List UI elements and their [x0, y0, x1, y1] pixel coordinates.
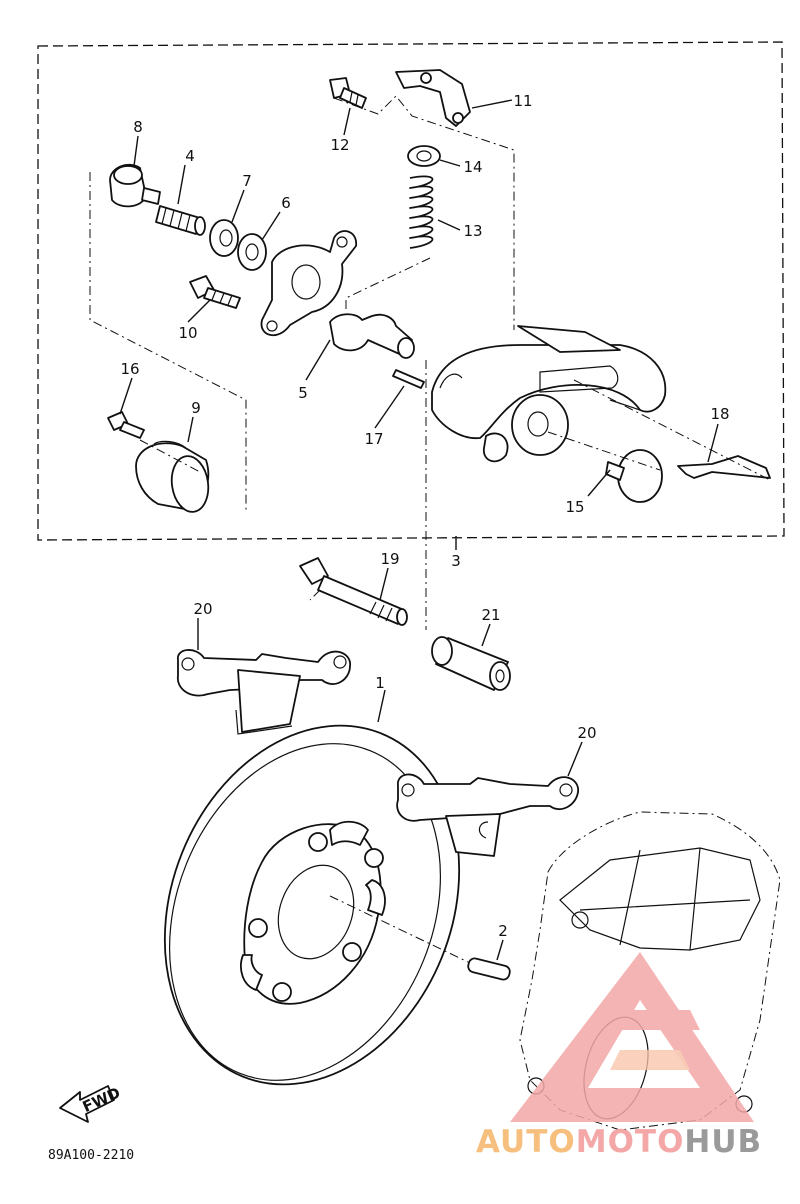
callout-13: 13 [463, 222, 482, 240]
leader-lines [119, 99, 719, 961]
pin-17 [392, 369, 425, 389]
alignment-lines [89, 95, 771, 963]
callout-11: 11 [513, 92, 532, 110]
callout-21: 21 [481, 606, 500, 624]
callout-20-upper: 20 [193, 600, 212, 618]
callout-6: 6 [281, 194, 291, 212]
callout-10: 10 [178, 324, 197, 342]
callout-2: 2 [498, 922, 508, 940]
callout-12: 12 [330, 136, 349, 154]
bolt-10 [189, 275, 241, 309]
caliper-assembly-boundary [37, 41, 785, 541]
pad-spring-18 [677, 455, 771, 479]
callout-labels: 1 2 3 4 5 6 7 8 9 10 11 12 13 14 15 16 1… [120, 92, 729, 940]
caliper-bracket [519, 811, 781, 1131]
callout-14: 14 [463, 158, 482, 176]
callout-15: 15 [565, 498, 584, 516]
callout-3: 3 [451, 552, 461, 570]
adjuster-screw-4 [155, 205, 206, 236]
disc-key [467, 957, 511, 981]
sleeve-21 [431, 636, 511, 691]
adjuster-cap-8 [109, 163, 161, 208]
forward-arrow-icon: FWD [59, 1084, 123, 1123]
caliper-plate [260, 230, 357, 337]
brake-pad-20-upper [177, 649, 351, 735]
callout-5: 5 [298, 384, 308, 402]
drawing-code: 89A100-2210 [48, 1148, 134, 1163]
bolt-12 [329, 77, 367, 109]
callout-9: 9 [191, 399, 201, 417]
spring-13 [409, 175, 434, 249]
camshaft-5 [329, 313, 415, 359]
lock-nut-7 [209, 219, 239, 257]
brake-disc [163, 724, 461, 1086]
callout-19: 19 [380, 550, 399, 568]
watermark-brand-hub: HUB [684, 1124, 762, 1160]
callout-20-lower: 20 [577, 724, 596, 742]
watermark-triangle-icon [510, 952, 754, 1122]
watermark-logo [510, 952, 754, 1122]
brake-pad-20-lower [396, 773, 579, 857]
screw-16 [107, 411, 145, 439]
collar-14 [407, 145, 441, 167]
callout-1: 1 [375, 674, 385, 692]
callout-8: 8 [133, 118, 143, 136]
callout-16: 16 [120, 360, 139, 378]
watermark-brand-moto: MOTO [576, 1124, 685, 1160]
watermark-brand-auto: AUTO [476, 1124, 576, 1160]
callout-18: 18 [710, 405, 729, 423]
boot-9 [135, 440, 210, 513]
caliper-body [431, 325, 667, 463]
washer-6 [237, 233, 267, 271]
callout-17: 17 [364, 430, 383, 448]
watermark-brand: AUTOMOTOHUB [476, 1124, 762, 1160]
pad-pin-15 [605, 449, 663, 503]
callout-4: 4 [185, 147, 195, 165]
bolt-19 [299, 557, 408, 626]
callout-7: 7 [242, 172, 252, 190]
pad-support-bracket [395, 69, 471, 127]
